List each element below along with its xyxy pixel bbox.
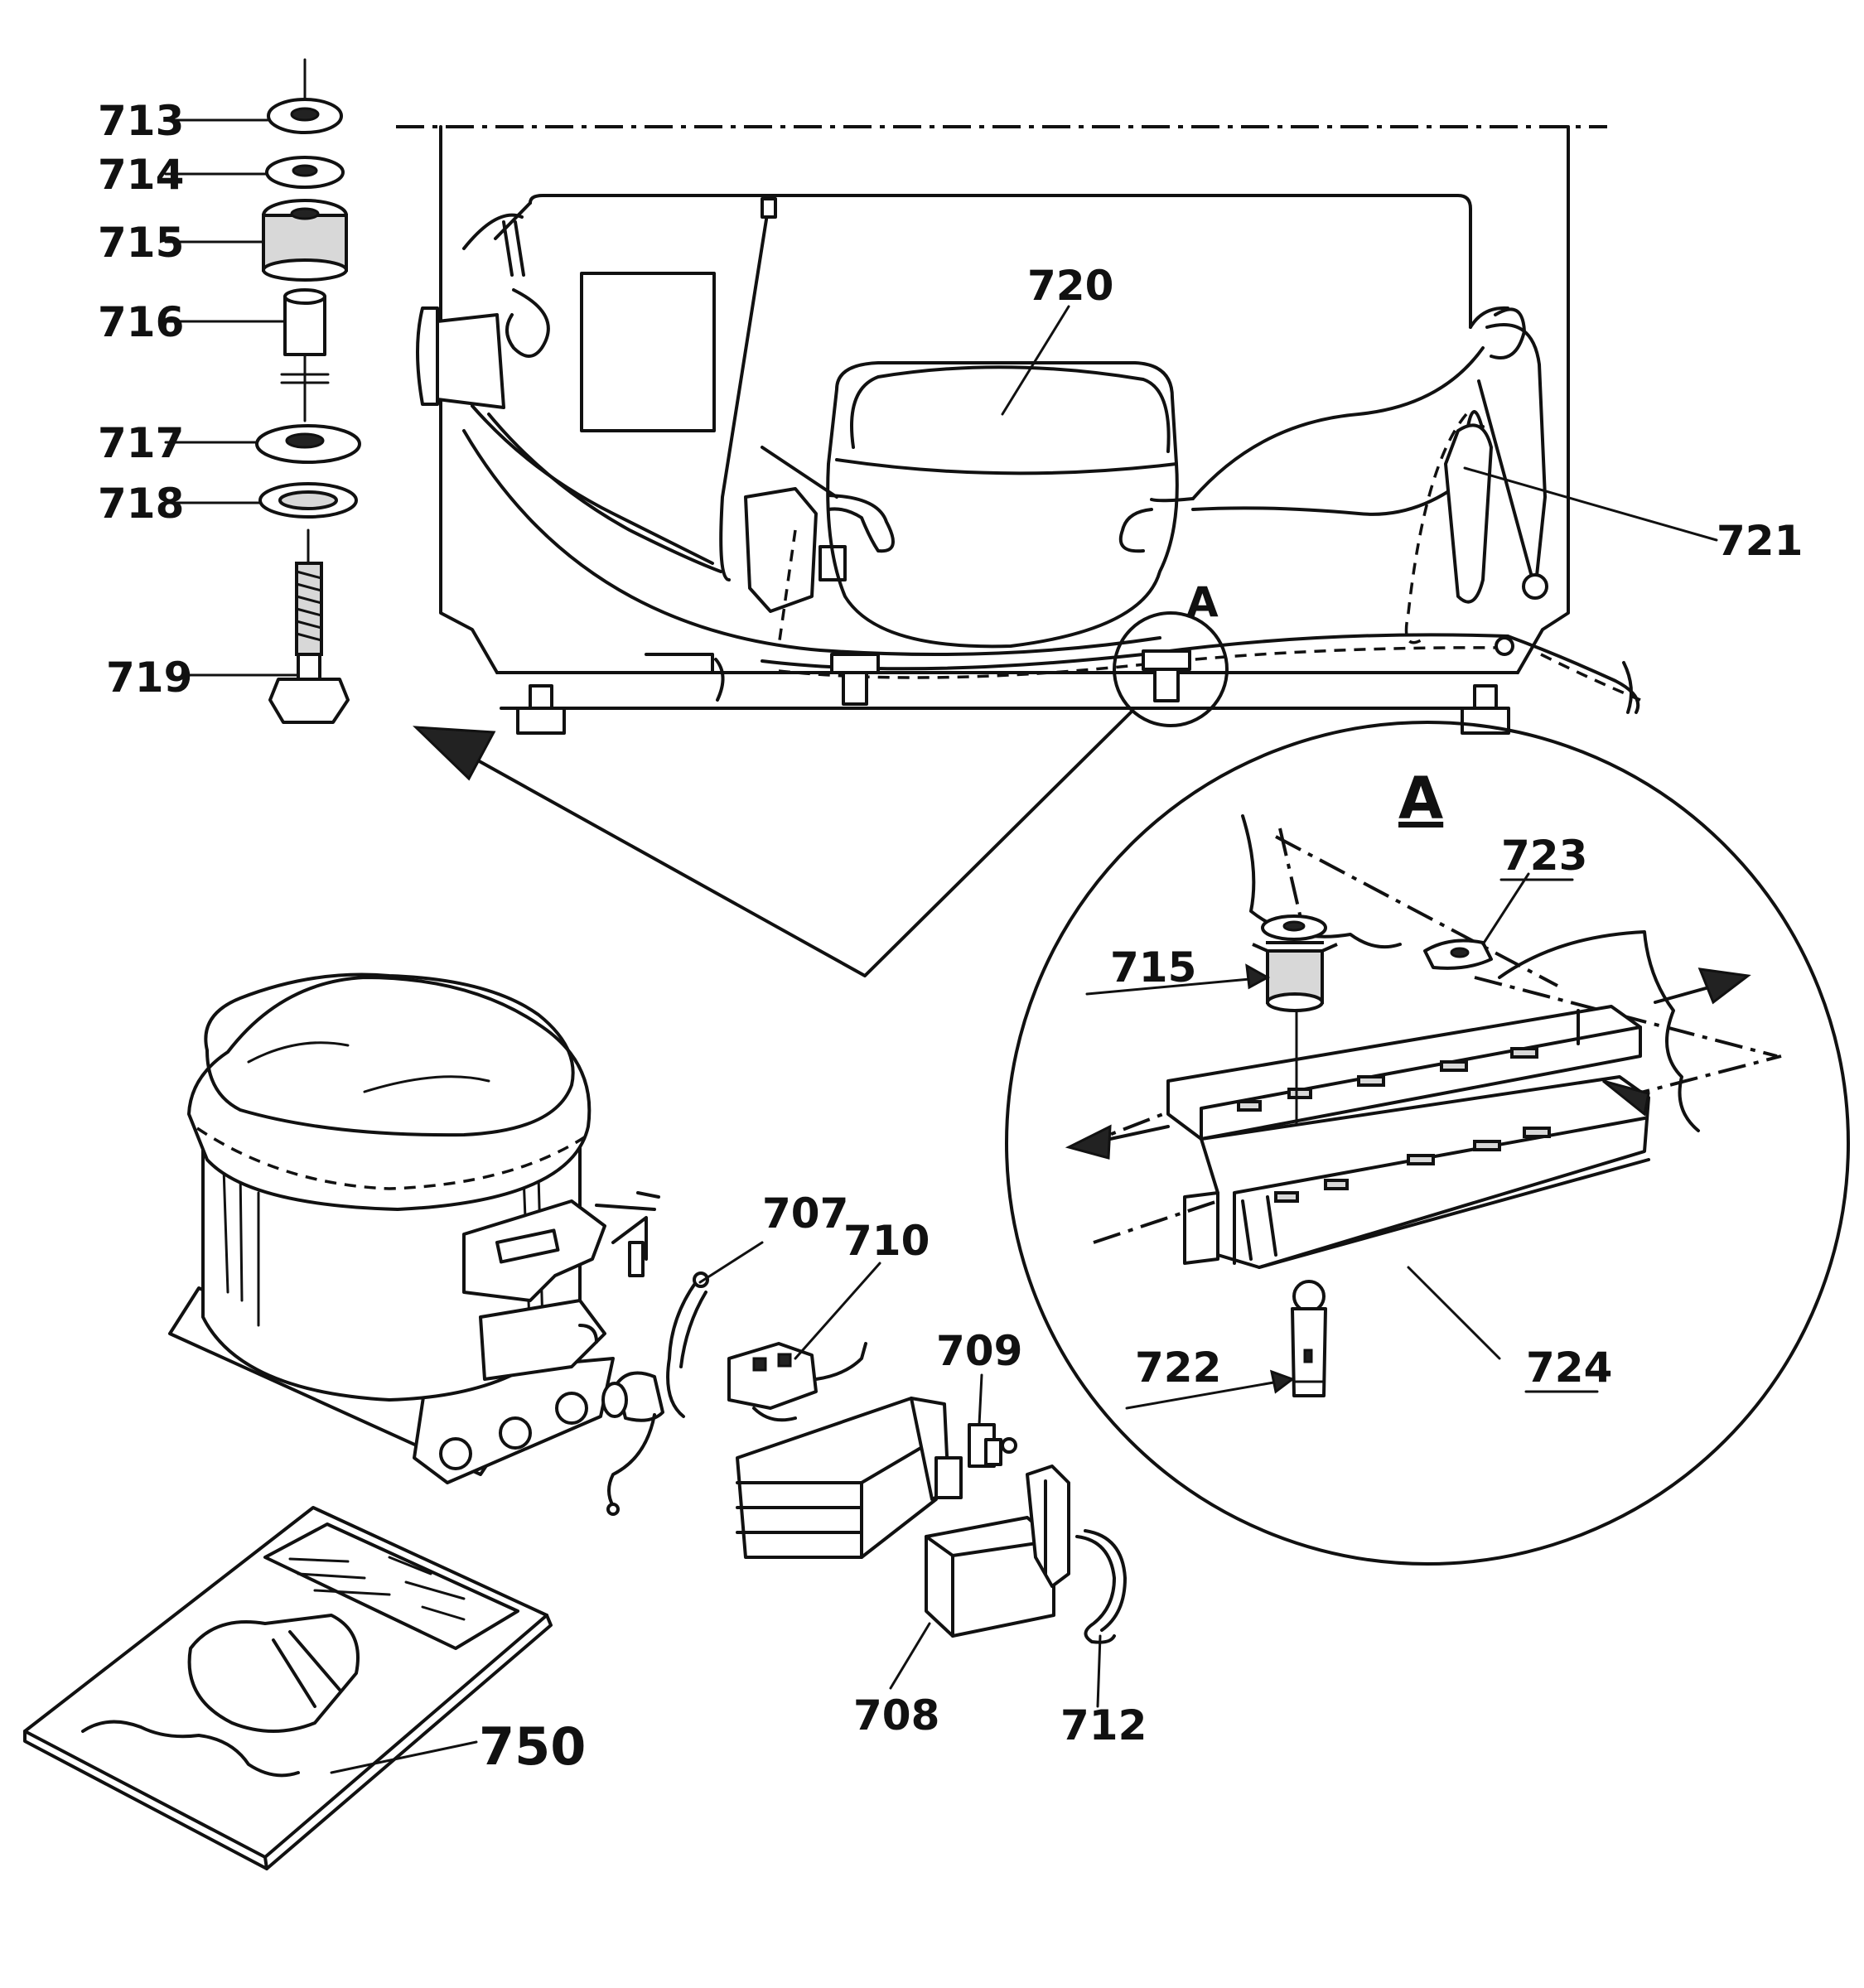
left-fitting: [416, 220, 550, 409]
callout-labels: 713 714 715 716 717 718 719 720 721 715 …: [98, 97, 1803, 1777]
callout-707: 707: [762, 1189, 848, 1238]
detail-part-715-grommet: [1252, 914, 1338, 1012]
callout-708: 708: [853, 1691, 939, 1740]
detail-a-marker: A: [1186, 578, 1219, 626]
callout-723: 723: [1501, 832, 1587, 880]
callout-724: 724: [1526, 1344, 1612, 1392]
part-709-connector: [968, 1423, 1017, 1468]
detail-upper-rail: [1166, 1005, 1642, 1141]
callout-710: 710: [843, 1217, 930, 1265]
detail-lower-rail: [1183, 1075, 1650, 1269]
callout-715: 715: [98, 219, 184, 267]
base-rail: [516, 633, 1641, 735]
callout-712: 712: [1060, 1701, 1147, 1749]
mounting-hardware-stack: [255, 58, 361, 724]
detail-a-marker-circle: [1113, 611, 1229, 727]
starter-relay-block: [736, 1397, 963, 1559]
part-750-manual: [23, 1506, 553, 1870]
cabinet-label-plate: [580, 272, 716, 432]
cabinet-rear-view: A: [396, 125, 1641, 735]
callout-718: 718: [98, 480, 184, 528]
part-716-sleeve: [283, 288, 326, 356]
callout-713: 713: [98, 97, 184, 145]
part-721-condenser-tube: [1191, 306, 1548, 644]
callout-717: 717: [98, 419, 184, 467]
part-718-spacer: [258, 482, 358, 519]
part-708-capacitor: [925, 1464, 1070, 1638]
callout-722: 722: [1135, 1344, 1221, 1392]
callout-720: 720: [1027, 262, 1113, 310]
callout-709: 709: [936, 1327, 1022, 1375]
callout-719: 719: [106, 654, 192, 702]
leader-lines: [164, 118, 1718, 1774]
part-715-grommet: [262, 199, 348, 282]
callout-750: 750: [479, 1716, 586, 1777]
callout-714: 714: [98, 151, 184, 199]
detail-a-label: A: [1398, 765, 1443, 832]
part-713-nut: [267, 98, 343, 134]
callout-715-detail: 715: [1110, 943, 1196, 992]
part-712-spring-clip: [1075, 1529, 1127, 1644]
part-720-compressor: [744, 361, 1195, 649]
part-710-relay-clip: [727, 1342, 867, 1422]
part-707-wire: [601, 1271, 709, 1516]
part-717-washer: [255, 424, 361, 464]
detail-part-723-clip: [1423, 939, 1493, 970]
part-714-washer: [265, 156, 345, 189]
detail-part-722-pin: [1291, 1280, 1327, 1397]
detail-arrow: [413, 711, 1132, 977]
compressor-body: [168, 972, 660, 1484]
callout-716: 716: [98, 298, 184, 346]
detail-a-view: A: [1005, 721, 1850, 1566]
part-719-bolt: [268, 528, 350, 724]
callout-721: 721: [1717, 517, 1803, 565]
